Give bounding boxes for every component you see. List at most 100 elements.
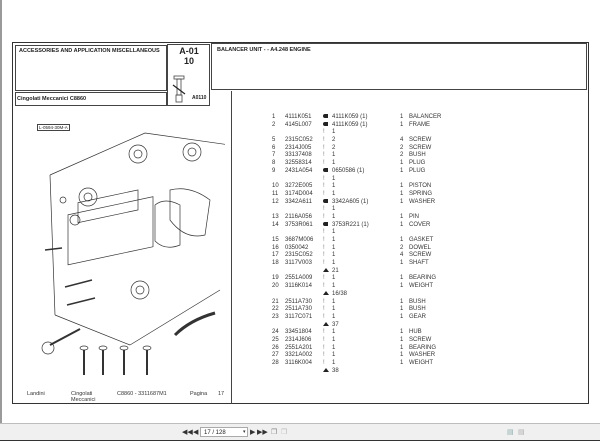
bar-marker-icon: ! xyxy=(323,352,325,359)
sub-value: 1 xyxy=(332,229,336,236)
part-number: 2511A730 xyxy=(285,306,312,313)
paste-icon[interactable]: ❐ xyxy=(281,429,288,436)
quantity: 4 xyxy=(400,137,404,144)
quantity: 2 xyxy=(400,144,404,151)
part-number: 2315C052 xyxy=(285,137,313,144)
item-number: 24 xyxy=(272,329,279,336)
bar-marker-icon: ! xyxy=(323,244,325,251)
item-number: 22 xyxy=(272,306,279,313)
item-number: 16 xyxy=(272,244,279,251)
description: PLUG xyxy=(409,160,426,167)
catalog-page-frame xyxy=(12,42,589,404)
part-number: 3117C071 xyxy=(285,313,313,320)
description: WASHER xyxy=(409,352,436,359)
alternate-part: 0650586 (1) xyxy=(332,167,365,174)
quantity: 1 xyxy=(400,283,404,290)
part-number: 2431A054 xyxy=(285,167,313,174)
alternate-part: 1 xyxy=(332,190,336,197)
bar-marker-icon: ! xyxy=(323,252,325,259)
description: GASKET xyxy=(409,237,434,243)
last-page-icon[interactable]: ▶▶ xyxy=(257,429,268,436)
single-page-view-icon[interactable]: ▤ xyxy=(507,429,514,436)
item-number: 19 xyxy=(272,275,279,282)
footer-series-line2: Meccanici xyxy=(71,397,96,403)
item-number: 21 xyxy=(272,298,279,305)
description: BUSH xyxy=(409,298,426,305)
alternate-part: 1 xyxy=(332,336,336,343)
item-number: 28 xyxy=(272,360,279,366)
first-page-icon[interactable]: ◀◀ xyxy=(182,429,193,436)
description: DOWEL xyxy=(409,244,432,251)
quantity: 2 xyxy=(400,152,404,159)
item-number: 17 xyxy=(272,252,279,259)
part-number: 3321A002 xyxy=(285,352,313,359)
description: BEARING xyxy=(409,275,437,282)
sub-value: 1 xyxy=(332,175,336,182)
quantity: 1 xyxy=(400,298,404,305)
alternate-part: 2 xyxy=(332,137,336,144)
quantity: 1 xyxy=(400,190,404,197)
exploded-view-diagram xyxy=(41,132,225,375)
part-number: 33137408 xyxy=(285,152,312,159)
quantity: 1 xyxy=(400,336,404,343)
item-number: 5 xyxy=(272,137,276,144)
viewer-toolbar: ◀◀ ◀ 17 / 128 ▾ ▶ ▶▶ ❐ ❐ ▤ ▤ xyxy=(0,423,600,441)
quantity: 1 xyxy=(400,275,404,282)
prev-page-icon[interactable]: ◀ xyxy=(193,429,199,436)
item-number: 15 xyxy=(272,237,279,243)
bar-marker-icon: ! xyxy=(323,229,325,236)
part-number: 2551A201 xyxy=(285,344,313,351)
quantity: 1 xyxy=(400,213,404,220)
reference-triangle-icon xyxy=(323,267,329,276)
next-page-icon[interactable]: ▶ xyxy=(250,429,256,436)
quantity: 1 xyxy=(400,360,404,366)
bar-marker-icon: ! xyxy=(323,260,325,267)
item-number: 23 xyxy=(272,313,279,320)
description: SCREW xyxy=(409,336,432,343)
item-number: 12 xyxy=(272,198,279,205)
item-number: 25 xyxy=(272,336,279,343)
reference-value: 21 xyxy=(332,267,339,274)
item-number: 8 xyxy=(272,160,276,167)
part-number: 2551A009 xyxy=(285,275,313,282)
quantity: 4 xyxy=(400,252,404,259)
alternate-part: 1 xyxy=(332,244,336,251)
part-number: 3116K004 xyxy=(285,360,312,366)
footer-series-line1: Cingolati xyxy=(71,391,93,397)
item-number: 9 xyxy=(272,167,276,174)
description: SPRING xyxy=(409,190,433,197)
bar-marker-icon: ! xyxy=(323,329,325,336)
quantity: 1 xyxy=(400,121,404,128)
continuous-view-icon[interactable]: ▤ xyxy=(518,429,525,436)
replacement-marker-icon xyxy=(323,114,328,122)
viewer-left-edge xyxy=(0,0,2,424)
description: WEIGHT xyxy=(409,360,433,366)
page-number-input[interactable]: 17 / 128 xyxy=(200,427,248,437)
description: PIN xyxy=(409,213,420,220)
footer-model-code: C8860 - 3311687M1 xyxy=(117,391,167,397)
alternate-part: 2 xyxy=(332,144,336,151)
alternate-part: 1 xyxy=(332,260,336,267)
item-number: 7 xyxy=(272,152,276,159)
bar-marker-icon: ! xyxy=(323,160,325,167)
part-number: 32558314 xyxy=(285,160,312,167)
bar-marker-icon: ! xyxy=(323,313,325,320)
alternate-part: 1 xyxy=(332,213,336,220)
bar-marker-icon: ! xyxy=(323,344,325,351)
quantity: 1 xyxy=(400,114,404,120)
quantity: 1 xyxy=(400,160,404,167)
alternate-part: 1 xyxy=(332,352,336,359)
bar-marker-icon: ! xyxy=(323,237,325,243)
part-number: 0350042 xyxy=(285,244,309,251)
reference-value: 38 xyxy=(332,367,339,374)
item-number: 13 xyxy=(272,213,279,220)
bar-marker-icon: ! xyxy=(323,175,325,182)
bar-marker-icon: ! xyxy=(323,360,325,366)
bar-marker-icon: ! xyxy=(323,306,325,313)
copy-icon[interactable]: ❐ xyxy=(271,429,278,436)
description: BEARING xyxy=(409,344,437,351)
replacement-marker-icon xyxy=(323,167,328,176)
reference-triangle-icon xyxy=(323,321,329,330)
bar-marker-icon: ! xyxy=(323,183,325,190)
page-dropdown-icon[interactable]: ▾ xyxy=(243,429,246,435)
